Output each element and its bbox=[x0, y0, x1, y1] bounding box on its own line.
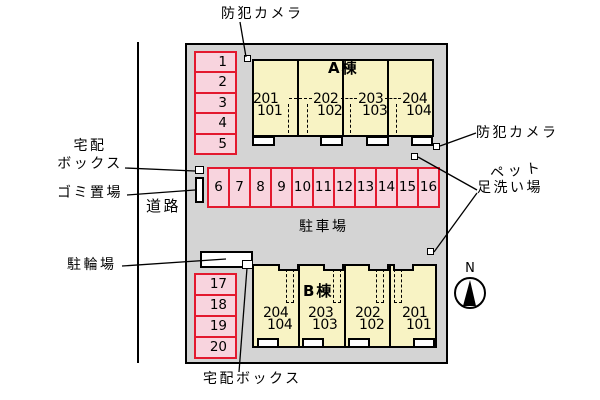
building-b-unit bbox=[254, 266, 300, 346]
pet-wash-label-line2: 足洗い場 bbox=[477, 180, 543, 196]
dashed-stairs bbox=[286, 269, 294, 303]
bicycle-parking-label: 駐輪場 bbox=[67, 257, 117, 273]
dashed-line bbox=[288, 104, 289, 133]
building-b-notch bbox=[368, 264, 389, 271]
entrance-porch bbox=[348, 338, 370, 348]
unit-lower: 102 bbox=[359, 316, 385, 333]
parking-stall: 11 bbox=[312, 167, 335, 208]
unit-label: 204 104 bbox=[263, 305, 293, 333]
unit-label: 203 103 bbox=[308, 305, 338, 333]
parking-column-17-20: 17 18 19 20 bbox=[194, 273, 237, 359]
entrance-porch bbox=[411, 136, 433, 146]
parking-stall: 2 bbox=[194, 71, 237, 94]
delivery-box-label-line2: ボックス bbox=[57, 155, 123, 172]
security-camera-label-right: 防犯カメラ bbox=[476, 125, 559, 141]
entrance-porch bbox=[320, 136, 343, 146]
unit-upper: 203 bbox=[358, 91, 384, 107]
unit-lower: 104 bbox=[267, 316, 293, 333]
parking-stall: 3 bbox=[194, 91, 237, 115]
dashed-line bbox=[289, 98, 312, 99]
unit-lower: 103 bbox=[362, 102, 388, 119]
unit-upper: 202 bbox=[313, 91, 339, 107]
unit-upper: 201 bbox=[402, 305, 428, 321]
unit-lower: 103 bbox=[312, 316, 338, 333]
compass-needle-icon bbox=[463, 280, 476, 306]
building-a-name: A棟 bbox=[328, 59, 359, 77]
unit-label: 202 102 bbox=[355, 305, 385, 333]
dashed-line bbox=[385, 98, 401, 99]
parking-stall: 15 bbox=[396, 167, 419, 208]
entrance-porch bbox=[257, 338, 279, 348]
parking-stall: 5 bbox=[194, 132, 237, 155]
delivery-box-label-left: 宅配 ボックス bbox=[56, 138, 124, 173]
dashed-stairs bbox=[376, 269, 384, 303]
unit-lower: 101 bbox=[406, 316, 432, 333]
dashed-stairs bbox=[394, 269, 402, 303]
parking-stall: 16 bbox=[417, 167, 440, 208]
building-b-unit bbox=[346, 266, 392, 346]
unit-upper: 203 bbox=[308, 305, 334, 321]
parking-stall: 4 bbox=[194, 112, 237, 135]
dashed-line bbox=[341, 98, 357, 99]
building-b-notch bbox=[393, 264, 414, 271]
parking-stall: 14 bbox=[375, 167, 398, 208]
delivery-box-label-line1: 宅配 bbox=[73, 138, 107, 154]
parking-stall: 17 bbox=[194, 273, 237, 296]
parking-stall: 20 bbox=[194, 336, 237, 359]
parking-stall: 18 bbox=[194, 294, 237, 317]
unit-label: 204 104 bbox=[402, 91, 432, 119]
garbage-area-box bbox=[195, 177, 204, 203]
security-camera-marker-right bbox=[433, 143, 440, 150]
pet-wash-label-line1: ペット bbox=[489, 160, 545, 182]
parking-stall: 10 bbox=[291, 167, 314, 208]
parking-lot-label: 駐車場 bbox=[299, 219, 349, 235]
security-camera-marker-top bbox=[244, 55, 251, 62]
dashed-line bbox=[396, 104, 397, 133]
parking-row-6-16: 6 7 8 9 10 11 12 13 14 15 16 bbox=[207, 167, 440, 208]
entrance-porch bbox=[366, 136, 389, 146]
unit-lower: 104 bbox=[406, 102, 432, 119]
pet-wash-marker-upper bbox=[411, 153, 418, 160]
entrance-porch bbox=[413, 338, 435, 348]
parking-stall: 1 bbox=[194, 51, 237, 74]
delivery-box-label-bottom: 宅配ボックス bbox=[203, 371, 302, 387]
unit-label: 202 102 bbox=[313, 91, 343, 119]
parking-stall: 13 bbox=[354, 167, 377, 208]
compass-circle bbox=[454, 277, 486, 309]
dashed-stairs bbox=[333, 269, 341, 303]
unit-upper: 202 bbox=[355, 305, 381, 321]
building-b-unit bbox=[300, 266, 346, 346]
parking-stall: 12 bbox=[333, 167, 356, 208]
delivery-box-left bbox=[195, 166, 204, 174]
parking-column-1-5: 1 2 3 4 5 bbox=[194, 51, 237, 155]
parking-stall: 8 bbox=[249, 167, 272, 208]
building-b-name: B棟 bbox=[303, 282, 334, 300]
parking-stall: 19 bbox=[194, 315, 237, 338]
unit-label: 201 101 bbox=[253, 91, 283, 119]
garbage-area-label: ゴミ置場 bbox=[57, 185, 123, 201]
building-b-notch bbox=[278, 264, 299, 271]
parking-stall: 7 bbox=[228, 167, 251, 208]
security-camera-label-top: 防犯カメラ bbox=[221, 6, 304, 22]
parking-stall: 9 bbox=[270, 167, 293, 208]
parking-stall: 6 bbox=[207, 167, 230, 208]
entrance-porch bbox=[252, 136, 275, 146]
unit-upper: 201 bbox=[253, 91, 279, 107]
dashed-line bbox=[307, 104, 308, 133]
unit-lower: 102 bbox=[317, 102, 343, 119]
entrance-porch bbox=[302, 338, 324, 348]
unit-label: 201 101 bbox=[402, 305, 432, 333]
road-line bbox=[137, 42, 139, 363]
road-label: 道路 bbox=[146, 197, 182, 215]
unit-lower: 101 bbox=[257, 102, 283, 119]
unit-label: 203 103 bbox=[358, 91, 388, 119]
north-label: N bbox=[465, 261, 475, 276]
unit-upper: 204 bbox=[402, 91, 428, 107]
pet-wash-marker-lower bbox=[427, 248, 434, 255]
dashed-line bbox=[350, 104, 351, 133]
unit-upper: 204 bbox=[263, 305, 289, 321]
building-b bbox=[252, 264, 437, 348]
